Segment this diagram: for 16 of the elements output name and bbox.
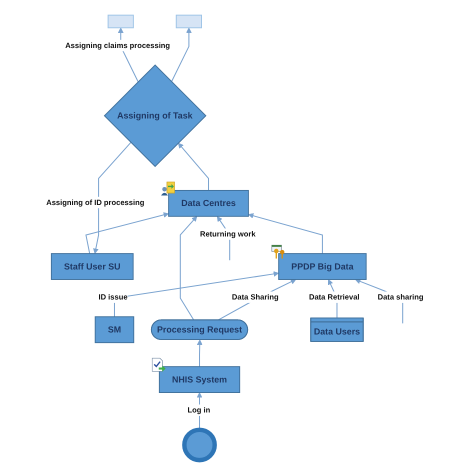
arrow — [171, 28, 192, 82]
node-box: Data Centres — [168, 190, 249, 217]
arrow — [248, 213, 323, 254]
arrow — [196, 340, 202, 367]
node-box: SM — [94, 316, 134, 344]
node-box — [176, 14, 202, 28]
node-diamond: Assigning of Task — [104, 64, 206, 168]
node-circle — [182, 428, 217, 462]
arrow — [218, 279, 296, 321]
node-box: Staff User SU — [50, 253, 134, 280]
arrow — [178, 142, 210, 190]
node-box — [108, 14, 134, 28]
arrow — [93, 142, 132, 254]
arrow — [180, 216, 198, 320]
arrow — [114, 271, 279, 317]
arrow — [85, 212, 169, 254]
